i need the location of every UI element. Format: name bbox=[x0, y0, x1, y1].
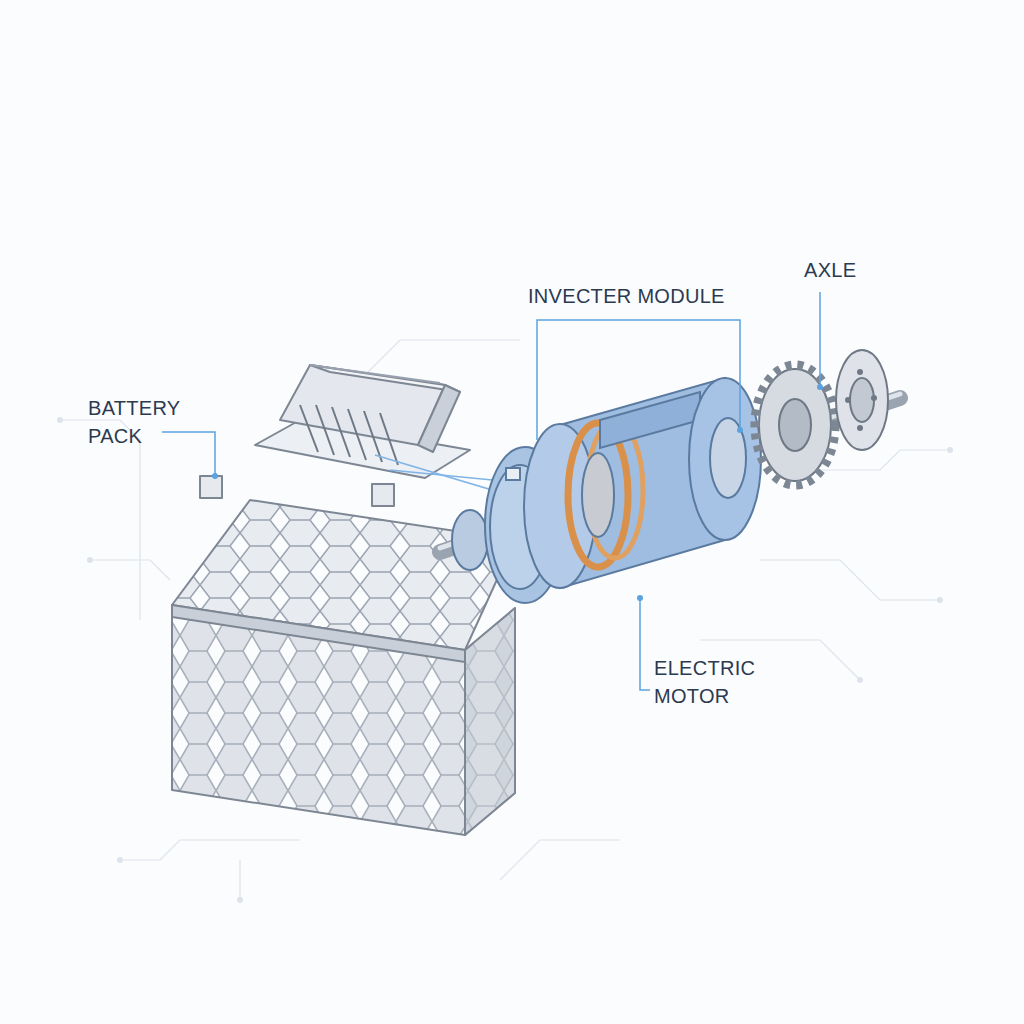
circuit-dots bbox=[57, 417, 953, 903]
electric-motor bbox=[452, 378, 761, 603]
part-label: INVECTER MODULE bbox=[528, 282, 758, 310]
circuit-background bbox=[60, 340, 950, 900]
part-label: BATTERY PACK bbox=[88, 394, 164, 450]
part-label: ELECTRIC MOTOR bbox=[654, 654, 754, 710]
leader-dots bbox=[212, 384, 823, 601]
part-label: AXLE bbox=[804, 256, 874, 284]
leader-lines bbox=[162, 292, 820, 690]
battery-pack bbox=[172, 476, 515, 835]
axle-gear bbox=[755, 350, 888, 485]
inverter-module bbox=[255, 365, 470, 478]
